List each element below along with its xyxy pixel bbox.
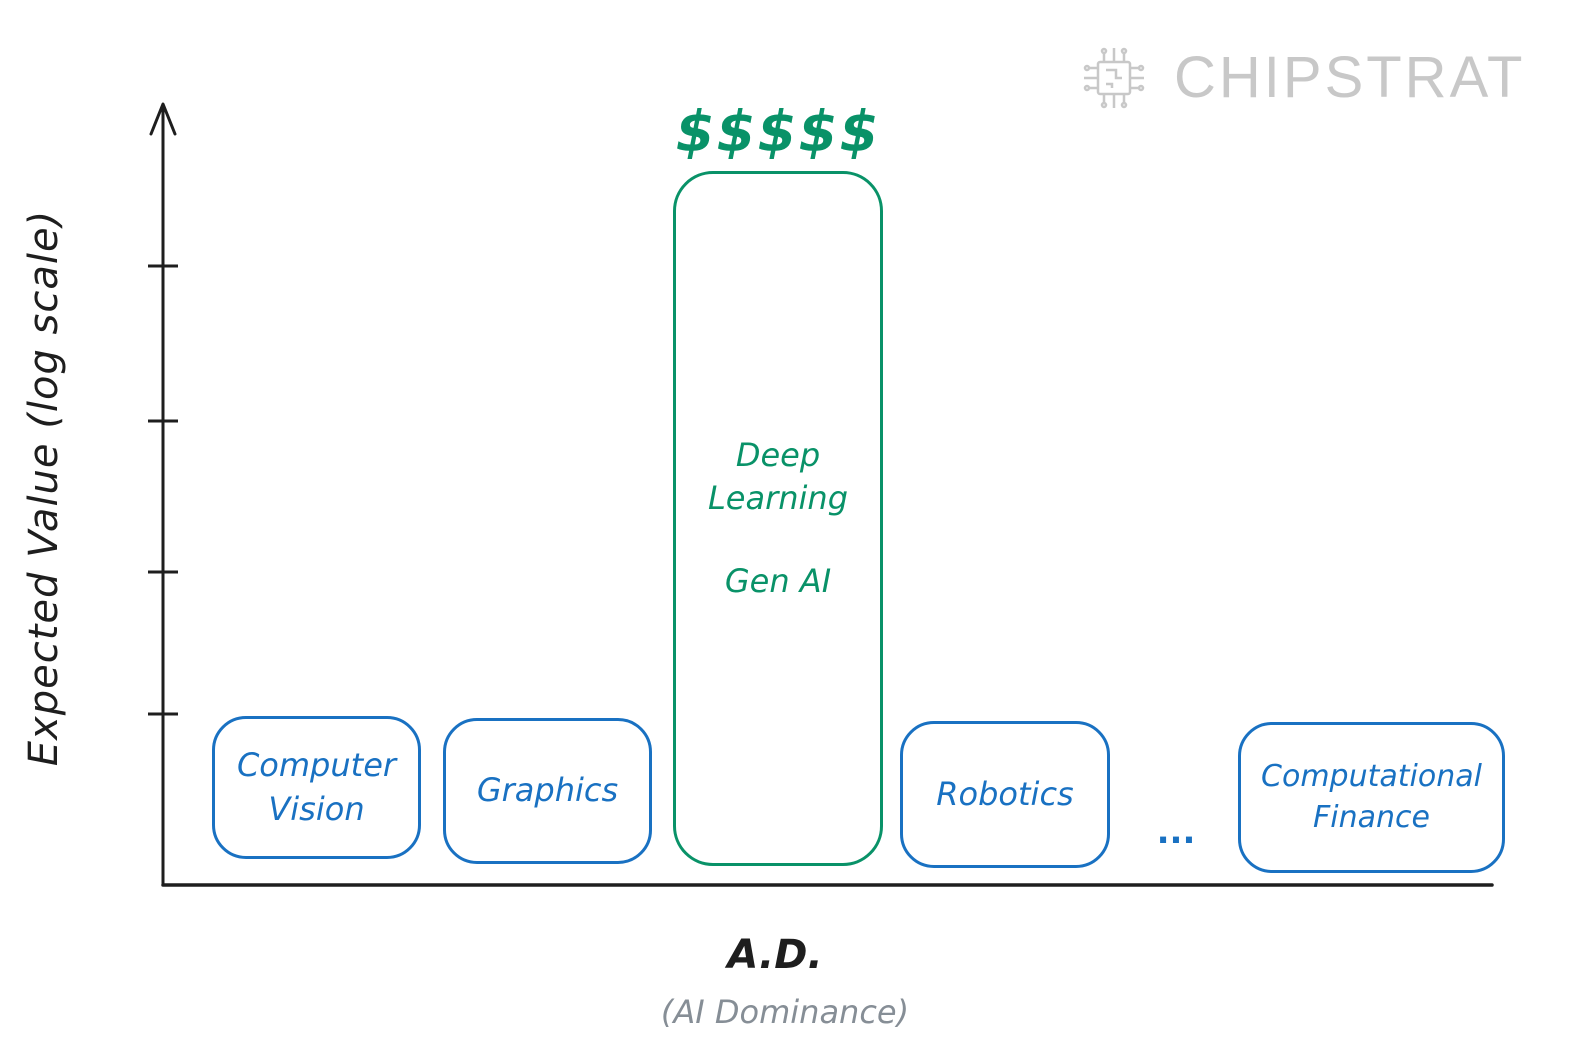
x-axis-label: A.D. <box>727 932 823 978</box>
category-label: Graphics <box>476 771 619 810</box>
chipstrat-logo: CHIPSTRAT <box>1080 44 1525 112</box>
category-label: Deep <box>735 435 821 474</box>
more-categories-ellipsis: ... <box>1156 812 1196 852</box>
value-marker-dollars: $$$$$ <box>675 99 881 165</box>
y-axis-label: Expected Value (log scale) <box>21 209 67 767</box>
category-label: Robotics <box>936 774 1074 813</box>
category-label: Computer <box>236 746 397 785</box>
category-label: Finance <box>1313 799 1430 835</box>
chip-icon <box>1083 47 1145 109</box>
category-graphics: Graphics <box>443 718 652 864</box>
category-label: Learning <box>707 478 849 517</box>
category-computational-finance: Computational Finance <box>1238 722 1505 873</box>
category-label: Gen AI <box>724 562 832 601</box>
logo-text: CHIPSTRAT <box>1174 45 1526 110</box>
x-axis-sublabel: (AI Dominance) <box>660 993 910 1031</box>
category-deep-learning: Deep Learning Gen AI <box>673 171 883 866</box>
category-computer-vision: Computer Vision <box>212 716 421 859</box>
category-label: Vision <box>268 789 365 828</box>
category-label: Computational <box>1261 759 1482 794</box>
category-robotics: Robotics <box>900 721 1110 868</box>
y-axis-arrow-icon <box>149 102 177 136</box>
